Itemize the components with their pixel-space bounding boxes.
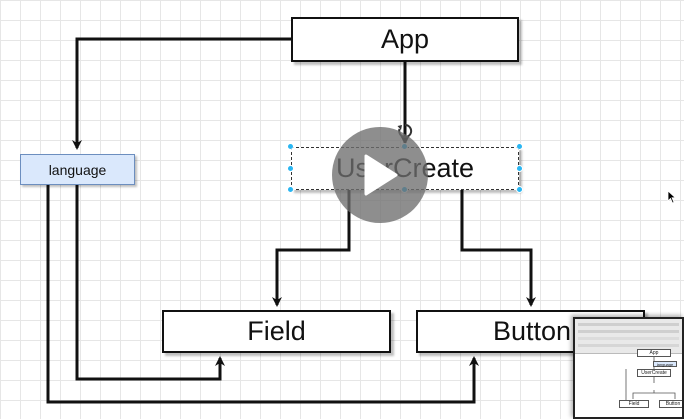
resize-handle-top-left[interactable] bbox=[287, 143, 294, 150]
resize-handle-right[interactable] bbox=[516, 165, 523, 172]
node-button-label: Button bbox=[493, 316, 572, 346]
resize-handle-top-right[interactable] bbox=[516, 143, 523, 150]
node-language-label: language bbox=[48, 161, 107, 178]
video-play-button[interactable] bbox=[332, 127, 428, 223]
node-field-label: Field bbox=[247, 316, 306, 346]
edge-language-button bbox=[46, 185, 479, 404]
play-icon bbox=[364, 154, 398, 196]
edge-language-field bbox=[75, 185, 225, 381]
resize-handle-bottom-right[interactable] bbox=[516, 186, 523, 193]
resize-handle-bottom-left[interactable] bbox=[287, 186, 294, 193]
mouse-cursor-icon bbox=[667, 190, 677, 204]
node-app-label: App bbox=[380, 24, 430, 54]
thumbnail-node-field: Field bbox=[619, 400, 649, 408]
node-field[interactable]: Field bbox=[162, 310, 391, 353]
thumbnail-node-app-label: App bbox=[649, 350, 659, 356]
thumbnail-node-app: App bbox=[637, 349, 671, 357]
edge-usercreate-field bbox=[272, 190, 351, 307]
video-thumbnail-preview[interactable]: App language UserCreate Field Button bbox=[573, 317, 684, 419]
thumbnail-toolbar bbox=[575, 319, 682, 354]
thumbnail-node-button-label: Button bbox=[665, 401, 681, 407]
thumbnail-node-language: language bbox=[653, 361, 677, 367]
thumbnail-node-language-label: language bbox=[656, 361, 674, 367]
thumbnail-node-usercreate-label: UserCreate bbox=[641, 370, 667, 376]
edge-usercreate-button bbox=[460, 190, 536, 307]
thumbnail-node-field-label: Field bbox=[628, 401, 640, 407]
edge-app-language bbox=[72, 37, 291, 150]
node-language[interactable]: language bbox=[20, 154, 135, 185]
thumbnail-node-button: Button bbox=[659, 400, 682, 408]
thumbnail-node-usercreate: UserCreate bbox=[637, 369, 671, 377]
resize-handle-left[interactable] bbox=[287, 165, 294, 172]
node-app[interactable]: App bbox=[291, 17, 519, 62]
